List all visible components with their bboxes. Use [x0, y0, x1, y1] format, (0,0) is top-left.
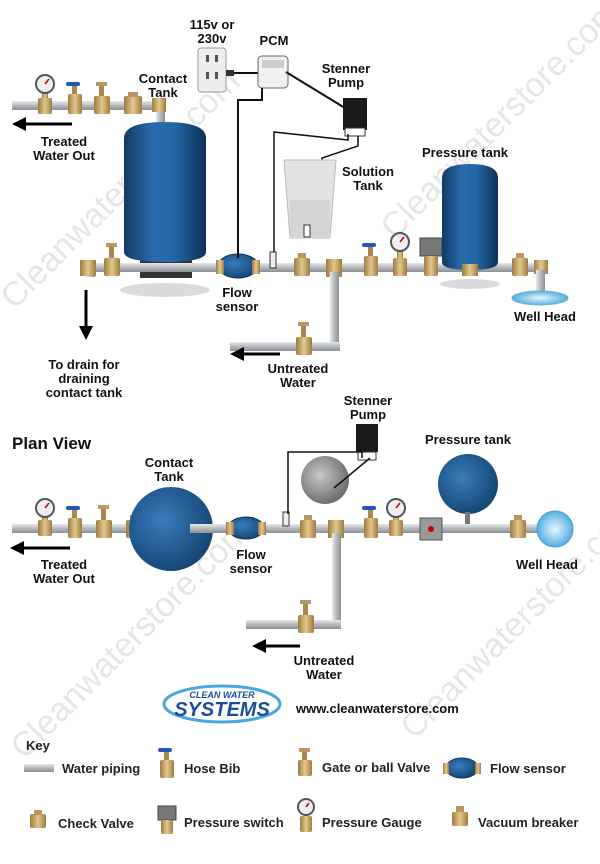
plan-contact-tank — [129, 487, 213, 571]
key-hose-bib-icon — [158, 748, 174, 778]
elbow-fitting — [80, 260, 96, 276]
gate-valve-icon — [94, 82, 110, 114]
plan-untreated-water-label: Untreated Water — [293, 653, 355, 682]
treated-water-out-label: Treated Water Out — [33, 134, 95, 163]
plan-treated-water-out-label: Treated Water Out — [33, 557, 95, 586]
svg-text:SYSTEMS: SYSTEMS — [174, 699, 270, 721]
untreated-pipe — [230, 342, 340, 351]
well-head — [511, 290, 569, 306]
key-pressure-switch-icon — [157, 805, 177, 834]
key-gate-valve-label: Gate or ball Valve — [322, 760, 431, 775]
key-pressure-gauge-icon — [297, 798, 315, 832]
plan-flow-sensor-label: Flow sensor — [229, 547, 273, 576]
key-flow-sensor-label: Flow sensor — [490, 761, 566, 776]
flow-sensor-label: Flow sensor — [215, 285, 259, 314]
pressure-switch-icon — [419, 237, 443, 276]
check-valve-icon — [512, 253, 528, 276]
plan-contact-tank-label: Contact Tank — [144, 455, 194, 484]
plan-untreated-pipe — [246, 620, 341, 629]
plan-treated-arrow-head — [10, 541, 24, 555]
key-water-piping-icon — [24, 764, 54, 772]
key-flow-sensor-icon — [443, 757, 481, 779]
pressure-tank-label: Pressure tank — [422, 145, 508, 160]
pressure-gauge-icon — [386, 498, 406, 536]
key-vacuum-breaker-label: Vacuum breaker — [478, 815, 579, 830]
hose-bib-icon — [66, 82, 82, 114]
elbow-fitting — [152, 98, 166, 112]
plan-well-head — [536, 510, 574, 548]
pcm-pump-cable — [285, 71, 346, 109]
injection-tube — [273, 131, 349, 252]
svg-text:CLEAN WATER: CLEAN WATER — [189, 690, 255, 700]
key-gate-valve-icon — [298, 748, 312, 776]
gate-valve-icon — [104, 243, 120, 276]
drain-label: To drain for draining contact tank — [45, 357, 123, 400]
check-valve-icon — [124, 92, 142, 114]
solution-tank-label: Solution Tank — [342, 164, 394, 193]
key-check-valve-label: Check Valve — [58, 816, 134, 831]
key-pressure-switch-label: Pressure switch — [184, 815, 284, 830]
pressure-gauge-icon — [35, 498, 55, 536]
well-head-label: Well Head — [514, 309, 576, 324]
key-check-valve-icon — [30, 810, 46, 828]
clean-water-systems-logo: CLEAN WATER SYSTEMS — [162, 684, 282, 724]
pcm-sensor-cable — [237, 88, 263, 258]
drain-arrow-head — [79, 326, 93, 340]
pressure-switch-icon — [419, 517, 443, 541]
check-valve-icon — [300, 515, 316, 538]
hose-bib-icon — [362, 243, 378, 276]
key-title: Key — [26, 738, 50, 753]
power-label: 115v or 230v — [189, 17, 235, 46]
contact-tank-inlet-pipe — [156, 101, 165, 129]
injection-fitting — [282, 511, 290, 527]
pcm-label: PCM — [259, 33, 289, 48]
pcm-controller — [257, 55, 289, 89]
treated-water-pipe — [12, 101, 162, 110]
gate-valve-icon — [296, 322, 312, 355]
injection-fitting — [269, 251, 277, 269]
well-pipe — [536, 270, 545, 296]
plan-pressure-tank-label: Pressure tank — [425, 432, 511, 447]
plan-stenner-pump — [356, 424, 378, 461]
plan-solution-tank — [301, 456, 349, 504]
plan-untreated-arrow-head — [252, 639, 266, 653]
gate-valve-icon — [298, 600, 314, 633]
power-outlet-icon — [197, 47, 234, 93]
plan-suction-tube — [333, 457, 371, 489]
flow-sensor-icon — [226, 516, 266, 540]
plan-pressure-tank — [438, 454, 498, 514]
key-pressure-gauge-label: Pressure Gauge — [322, 815, 422, 830]
plan-well-head-label: Well Head — [516, 557, 578, 572]
stenner-pump — [343, 98, 367, 137]
plan-untreated-pipe-vertical — [332, 533, 341, 625]
hose-bib-icon — [66, 506, 82, 538]
plan-view-heading: Plan View — [12, 434, 92, 453]
stenner-pump-label: Stenner Pump — [321, 61, 371, 90]
pressure-gauge-icon — [390, 232, 410, 276]
contact-tank-label: Contact Tank — [138, 71, 188, 100]
plan-injection-tube — [287, 451, 363, 514]
check-valve-icon — [294, 253, 310, 276]
treated-arrow-head — [12, 117, 26, 131]
key-water-piping-label: Water piping — [62, 761, 141, 776]
plan-stenner-pump-label: Stenner Pump — [343, 393, 393, 422]
gate-valve-icon — [96, 505, 112, 538]
plan-pressure-tank-pipe — [465, 512, 470, 524]
untreated-pipe-vertical — [330, 272, 339, 350]
pressure-tank — [440, 164, 500, 289]
main-pipe — [86, 263, 542, 272]
website-url: www.cleanwaterstore.com — [296, 701, 459, 716]
untreated-water-label: Untreated Water — [267, 361, 329, 390]
hose-bib-icon — [362, 506, 378, 538]
pressure-gauge-icon — [35, 74, 55, 114]
check-valve-icon — [510, 515, 526, 538]
solution-tank — [283, 159, 337, 239]
key-hose-bib-label: Hose Bib — [184, 761, 241, 776]
untreated-arrow-head — [230, 347, 244, 361]
key-vacuum-breaker-icon — [452, 806, 468, 826]
